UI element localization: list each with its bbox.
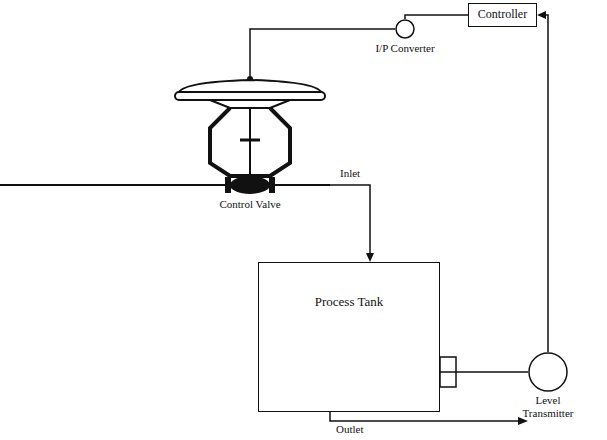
signal-line: [247, 29, 395, 82]
arrowhead: [537, 11, 546, 19]
edge-label: Inlet: [338, 167, 362, 180]
connector-line: [440, 371, 528, 373]
actuator-rim: [175, 92, 325, 100]
controller-box: Controller: [468, 3, 537, 27]
node-label: I/P Converter: [375, 42, 434, 55]
outlet-pipe: [330, 412, 520, 421]
control-valve: Control Valve: [170, 78, 330, 228]
circle-outline: [395, 19, 415, 39]
stem-indicator: [240, 139, 260, 142]
valve-body: [230, 176, 270, 194]
transmitter-circle: Level Transmitter: [528, 352, 568, 392]
instrument-circle: [396, 20, 414, 38]
connector-line: [250, 29, 395, 78]
signal-line: [330, 185, 374, 262]
converter-circle: I/P Converter: [395, 19, 415, 39]
pipe-label: Outlet: [336, 423, 364, 436]
inlet-pipe: [0, 184, 171, 186]
connector-line: [405, 15, 468, 19]
node-label: Control Valve: [219, 198, 280, 211]
circle-outline: [528, 352, 568, 392]
connector-line: [544, 15, 548, 352]
signal-line: [537, 11, 548, 352]
signal-line: [405, 15, 468, 19]
node-label: Controller: [469, 8, 536, 22]
node-label: Process Tank: [259, 295, 439, 310]
arrowhead: [366, 253, 374, 262]
valve-stem: [249, 108, 251, 178]
instrument-circle: [529, 353, 567, 391]
valve-flange: [225, 177, 231, 193]
tank-box: Process Tank: [258, 262, 440, 412]
node-label: Level Transmitter: [516, 394, 580, 419]
actuator-base: [210, 100, 290, 108]
valve-yoke: [210, 108, 290, 176]
valve-flange: [269, 177, 275, 193]
signal-line: [440, 372, 528, 373]
connector-line: [330, 185, 370, 255]
